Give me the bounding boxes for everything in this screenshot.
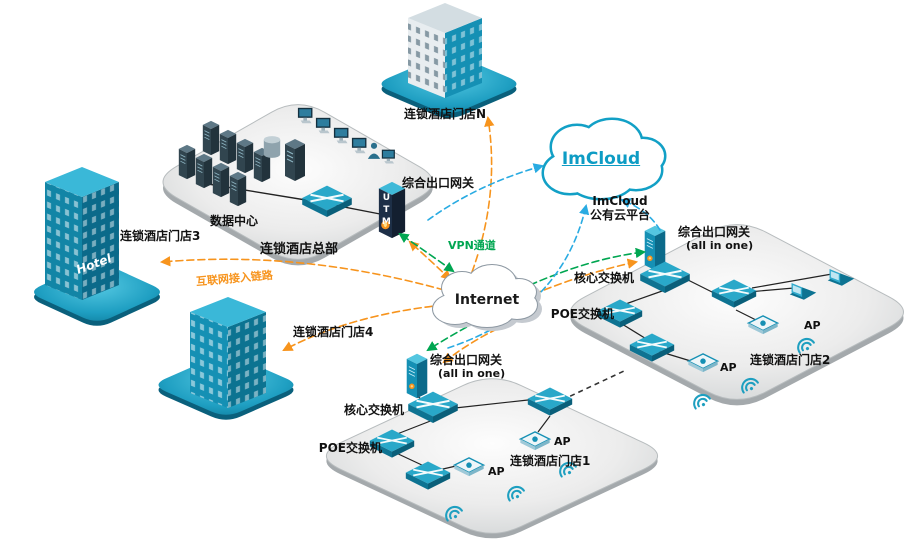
- datacenter-label: 数据中心: [209, 214, 258, 228]
- store-n-building: [381, 3, 517, 118]
- store-n-label: 连锁酒店门店N: [404, 107, 487, 121]
- utm-device-label: UTM: [381, 193, 392, 229]
- store2-devices: [596, 225, 855, 412]
- link-internet-store3-orange: [159, 256, 445, 291]
- store1-core-switch-label: 核心交换机: [343, 403, 404, 417]
- server-cabinet-icon: [212, 162, 230, 198]
- link-internet-store4-orange: [282, 304, 444, 351]
- store2-gateway-sub-label: (all in one): [686, 239, 754, 252]
- store1-gateway-sub-label: (all in one): [438, 367, 506, 380]
- server-cabinet-icon: [284, 138, 306, 182]
- store-1-label: 连锁酒店门店1: [510, 454, 591, 468]
- store-3-label: 连锁酒店门店3: [120, 229, 201, 243]
- store2-ap-label-1: AP: [804, 319, 821, 332]
- cloud-link-hq-cyan: [427, 163, 545, 221]
- server-cabinet-icon: [195, 153, 213, 189]
- imcloud-caption-line2: 公有云平台: [589, 208, 650, 222]
- vpn-store2-green: [529, 247, 647, 286]
- link-internet-storeN-orange: [471, 115, 495, 273]
- store1-platform: [325, 378, 659, 539]
- store1-gateway-label: 综合出口网关: [430, 353, 503, 367]
- store2-poe-switch-label: POE交换机: [550, 307, 614, 321]
- store2-core-switch-label: 核心交换机: [573, 271, 634, 285]
- internet-cloud: [432, 264, 542, 331]
- store-4-label: 连锁酒店门店4: [293, 325, 374, 339]
- hq-gateway-label: 综合出口网关: [402, 176, 475, 190]
- cloud-link-store2-cyan: [620, 198, 661, 231]
- store1-gateway-icon: [406, 353, 428, 399]
- store-3-building: [34, 167, 160, 326]
- vpn-hq-green: [398, 232, 455, 273]
- server-cabinet-icon: [219, 129, 237, 165]
- imcloud-title: ImCloud: [561, 149, 641, 169]
- store1-ap-label-2: AP: [554, 435, 571, 448]
- imcloud-cloud: [541, 117, 667, 201]
- store1-poe-switch-label: POE交换机: [318, 441, 382, 455]
- link-internet-store1-orange: [442, 328, 498, 364]
- store-2-label: 连锁酒店门店2: [750, 353, 831, 367]
- hq-datacenter-devices: [178, 107, 406, 239]
- cloud-link-store1-cyan: [447, 203, 590, 349]
- database-icon: [263, 136, 281, 158]
- store1-ap-label-1: AP: [488, 465, 505, 478]
- imcloud-caption-line1: ImCloud: [592, 194, 648, 208]
- store1-store2-dashed-link: [561, 370, 625, 401]
- internet-cloud-label: Internet: [454, 292, 520, 308]
- store2-ap-label-2: AP: [720, 361, 737, 374]
- server-cabinet-icon: [229, 171, 247, 207]
- server-cabinet-icon: [202, 120, 220, 156]
- store1-devices: [368, 353, 625, 524]
- vpn-tunnel-label: VPN通道: [446, 239, 498, 253]
- server-cabinet-icon: [178, 144, 196, 180]
- server-cabinet-icon: [236, 138, 254, 174]
- link-internet-hq-orange: [408, 240, 452, 281]
- link-internet-store2-orange: [533, 258, 639, 295]
- store2-gateway-label: 综合出口网关: [678, 225, 751, 239]
- hq-site-label: 连锁酒店总部: [259, 242, 338, 257]
- store-4-building: [158, 297, 294, 420]
